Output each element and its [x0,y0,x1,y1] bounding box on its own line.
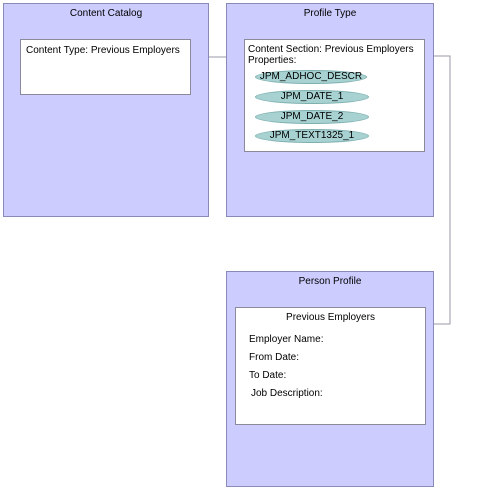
previous-employers-card: Previous Employers Employer Name: From D… [235,307,426,425]
property-jpm-text1325-1: JPM_TEXT1325_1 [255,129,369,143]
content-section-label: Content Section: Previous Employers [248,44,414,55]
field-to-date: To Date: [249,370,287,381]
content-catalog-panel: Content Catalog Content Type: Previous E… [3,3,209,217]
previous-employers-card-title: Previous Employers [286,312,375,323]
property-jpm-date-1: JPM_DATE_1 [255,90,369,104]
person-profile-panel: Person Profile Previous Employers Employ… [226,271,434,487]
properties-label: Properties: [248,55,297,66]
content-catalog-title: Content Catalog [69,8,143,19]
person-profile-title: Person Profile [298,276,362,287]
field-employer-name: Employer Name: [249,334,324,345]
content-type-card: Content Type: Previous Employers [20,39,191,95]
profile-type-title: Profile Type [303,8,357,19]
property-jpm-date-2: JPM_DATE_2 [255,110,369,124]
content-section-card: Content Section: Previous Employers Prop… [244,39,425,152]
property-jpm-adhoc-descr: JPM_ADHOC_DESCR [255,70,367,84]
profile-type-panel: Profile Type Content Section: Previous E… [226,3,434,217]
field-job-description: Job Description: [251,388,323,399]
content-type-label: Content Type: Previous Employers [26,45,180,56]
field-from-date: From Date: [249,352,300,363]
